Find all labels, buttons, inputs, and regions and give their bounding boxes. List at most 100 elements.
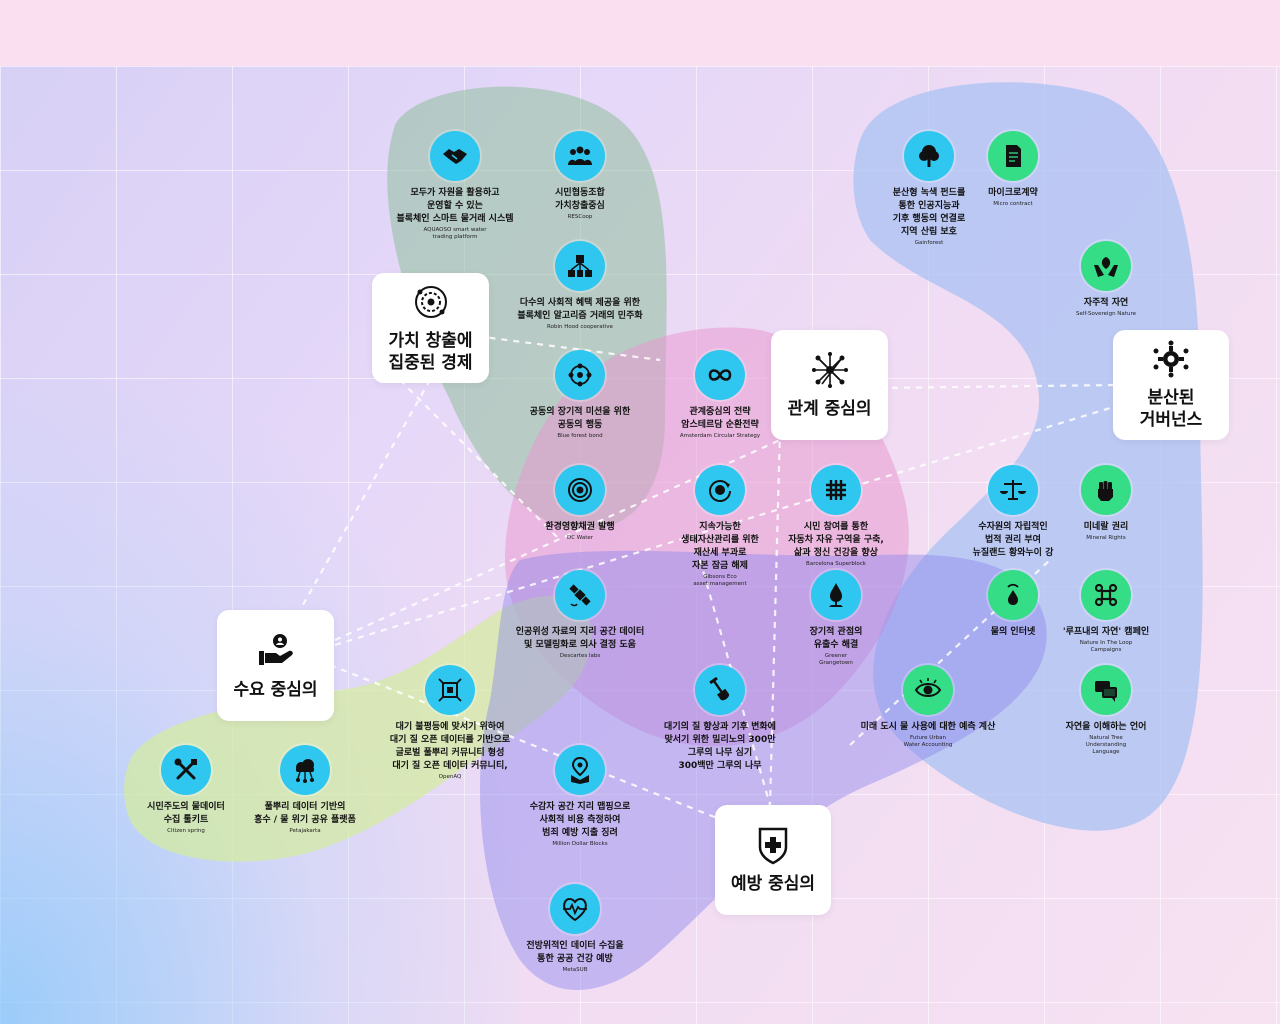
node-label: 지속가능한 생태자산관리를 위한 재산세 부과로 자본 잠금 해제 (681, 522, 759, 571)
node-label: 장기적 관점의 유출수 해결 (809, 627, 863, 650)
node-metasub[interactable]: 전방위적인 데이터 수집을 통한 공공 건강 예방 MetaSUB (480, 884, 670, 974)
node-source: OpenAQ (438, 774, 462, 780)
grid-icon (811, 465, 861, 515)
category-card-distributed[interactable]: 분산된 거버넌스 (1113, 330, 1229, 440)
blob-prevention (480, 550, 1047, 990)
category-title: 가치 창출에 집중된 경제 (388, 331, 473, 373)
shovel-icon (695, 665, 745, 715)
node-label: 시민주도의 물데이터 수집 툴키트 (147, 802, 225, 825)
node-label: 인공위성 자료의 지리 공간 데이터 및 모델링화로 의사 결정 도움 (515, 627, 645, 650)
node-selfsovereign[interactable]: 자주적 자연 Self-Sovereign Nature (1011, 241, 1201, 318)
node-descartes[interactable]: 인공위성 자료의 지리 공간 데이터 및 모델링화로 의사 결정 도움 Desc… (485, 570, 675, 660)
blob-demand (124, 595, 592, 862)
node-futureurban[interactable]: 미래 도시 물 사용에 대한 예측 계산 Future Urban Water … (833, 665, 1023, 749)
node-label: 전방위적인 데이터 수집을 통한 공공 건강 예방 (526, 941, 624, 964)
network-nodes-icon (810, 350, 850, 394)
node-openaq[interactable]: 대기 불평등에 맞서기 위하여 대기 질 오픈 데이터를 기반으로 글로벌 풀뿌… (355, 665, 545, 781)
node-source: Gibsons Eco asset management (693, 574, 747, 587)
category-card-prevention[interactable]: 예방 중심의 (715, 805, 831, 915)
hands-leaf-icon (1081, 241, 1131, 291)
node-waterinternet[interactable]: 물의 인터넷 (918, 570, 1108, 640)
node-label: 대기 불평등에 맞서기 위하여 대기 질 오픈 데이터를 기반으로 글로벌 풀뿌… (389, 722, 511, 771)
map-pin-box-icon (555, 745, 605, 795)
node-source: Micro contract (993, 201, 1033, 207)
node-label: 자연을 이해하는 언어 (1065, 722, 1147, 732)
node-source: Citizen spring (167, 828, 205, 834)
category-title: 분산된 거버넌스 (1139, 388, 1203, 430)
node-label: 모두가 자원을 활용하고 운영할 수 있는 블록체인 스마트 물거래 시스템 (396, 188, 514, 224)
network-cycle-icon (555, 350, 605, 400)
shield-plus-icon (753, 825, 793, 869)
node-naturaltree[interactable]: 자연을 이해하는 언어 Natural Tree Understanding L… (1011, 665, 1201, 756)
scales-icon (988, 465, 1038, 515)
category-card-relational[interactable]: 관계 중심의 (771, 330, 888, 440)
node-source: Million Dollar Blocks (552, 841, 608, 847)
node-petajakarta[interactable]: 풀뿌리 데이터 기반의 홍수 / 물 위기 공유 플랫폼 Petajakarta (210, 745, 400, 835)
node-gibsons[interactable]: 지속가능한 생태자산관리를 위한 재산세 부과로 자본 잠금 해제 Gibson… (625, 465, 815, 588)
node-label: 다수의 사회적 혜택 제공을 위한 블록체인 알고리즘 거래의 민주화 (517, 298, 643, 321)
node-source: DC Water (566, 535, 594, 541)
node-source: Gainforest (914, 240, 944, 246)
node-greener[interactable]: 장기적 관점의 유출수 해결 Greener Grangetown (741, 570, 931, 667)
node-milliondollar[interactable]: 수감자 공간 지리 맵핑으로 사회적 비용 측정하여 범죄 예방 지출 징려 M… (485, 745, 675, 848)
node-label: 대기의 질 향상과 기후 변화에 맞서기 위한 밀리노의 300만 그루의 나무… (664, 722, 776, 771)
node-source: Mineral Rights (1086, 535, 1126, 541)
orbit-icon (411, 282, 451, 326)
satellite-icon (555, 570, 605, 620)
node-natureloop[interactable]: '루프내의 자연' 캠페인 Nature In The Loop Campaig… (1011, 570, 1201, 654)
air-sensor-icon (425, 665, 475, 715)
node-barcelona[interactable]: 시민 참여를 통한 자동차 자유 구역을 구축, 삶과 정신 건강을 향상 Ba… (741, 465, 931, 568)
node-microcontract[interactable]: 마이크로계약 Micro contract (918, 131, 1108, 208)
node-label: 물의 인터넷 (990, 627, 1036, 637)
node-label: 시민 참여를 통한 자동차 자유 구역을 구축, 삶과 정신 건강을 향상 (788, 522, 884, 558)
category-card-demand[interactable]: 수요 중심의 (217, 610, 334, 721)
node-label: 분산형 녹색 펀드를 통한 인공지능과 기후 행동의 연결로 지역 산림 보호 (892, 188, 966, 237)
chat-icon (1081, 665, 1131, 715)
node-source: Self-Sovereign Nature (1076, 311, 1136, 317)
node-mineral[interactable]: 미네랄 권리 Mineral Rights (1011, 465, 1201, 542)
eye-icon (903, 665, 953, 715)
node-source: MetaSUB (562, 967, 588, 973)
tools-icon (161, 745, 211, 795)
node-label: 시민협동조합 가치창출중심 (555, 188, 605, 211)
distribution-icon (555, 241, 605, 291)
node-label: 공동의 장기적 미션을 위한 공동의 행동 (529, 407, 631, 430)
node-aquaoso[interactable]: 모두가 자원을 활용하고 운영할 수 있는 블록체인 스마트 물거래 시스템 A… (360, 131, 550, 241)
infinity-icon (695, 350, 745, 400)
hand-person-icon (256, 631, 296, 675)
gear-network-icon (1151, 339, 1191, 383)
community-icon (555, 131, 605, 181)
node-robinhood[interactable]: 다수의 사회적 혜택 제공을 위한 블록체인 알고리즘 거래의 민주화 Robi… (485, 241, 675, 331)
node-label: 수감자 공간 지리 맵핑으로 사회적 비용 측정하여 범죄 예방 지출 징려 (529, 802, 631, 838)
node-source: Greener Grangetown (819, 653, 853, 666)
tree-icon (904, 131, 954, 181)
heart-pulse-icon (550, 884, 600, 934)
node-citizenspring[interactable]: 시민주도의 물데이터 수집 툴키트 Citizen spring (91, 745, 281, 835)
node-label: 환경영향채권 발행 (545, 522, 615, 532)
loop-icon (1081, 570, 1131, 620)
node-label: 마이크로계약 (988, 188, 1038, 198)
water-signal-icon (988, 570, 1038, 620)
node-label: 풀뿌리 데이터 기반의 홍수 / 물 위기 공유 플랫폼 (254, 802, 356, 825)
top-banner (0, 0, 1280, 66)
node-blueforest[interactable]: 공동의 장기적 미션을 위한 공동의 행동 Blue forest bond (485, 350, 675, 440)
node-source: Descartes labs (559, 653, 601, 659)
node-label: 미네랄 권리 (1083, 522, 1129, 532)
category-title: 관계 중심의 (787, 399, 872, 419)
node-dcwater[interactable]: 환경영향채권 발행 DC Water (485, 465, 675, 542)
node-amsterdam[interactable]: 관계중심의 전략 암스테르담 순환전략 Amsterdam Circular S… (625, 350, 815, 440)
drop-plant-icon (811, 570, 861, 620)
node-rescoop[interactable]: 시민협동조합 가치창출중심 RESCoop (485, 131, 675, 221)
category-card-value-economy[interactable]: 가치 창출에 집중된 경제 (372, 273, 489, 383)
category-title: 예방 중심의 (730, 874, 816, 894)
fist-icon (1081, 465, 1131, 515)
node-milliontrees[interactable]: 대기의 질 향상과 기후 변화에 맞서기 위한 밀리노의 300만 그루의 나무… (625, 665, 815, 774)
contract-icon (988, 131, 1038, 181)
money-cycle-icon (695, 465, 745, 515)
node-source: Robin Hood cooperative (547, 324, 613, 330)
category-title: 수요 중심의 (233, 679, 318, 700)
cloud-network-icon (280, 745, 330, 795)
node-gainforest[interactable]: 분산형 녹색 펀드를 통한 인공지능과 기후 행동의 연결로 지역 산림 보호 … (834, 131, 1024, 247)
node-waterrights[interactable]: 수자원의 자립적인 법적 권리 부여 뉴질랜드 황와누이 강 (918, 465, 1108, 561)
node-source: Amsterdam Circular Strategy (679, 433, 761, 439)
